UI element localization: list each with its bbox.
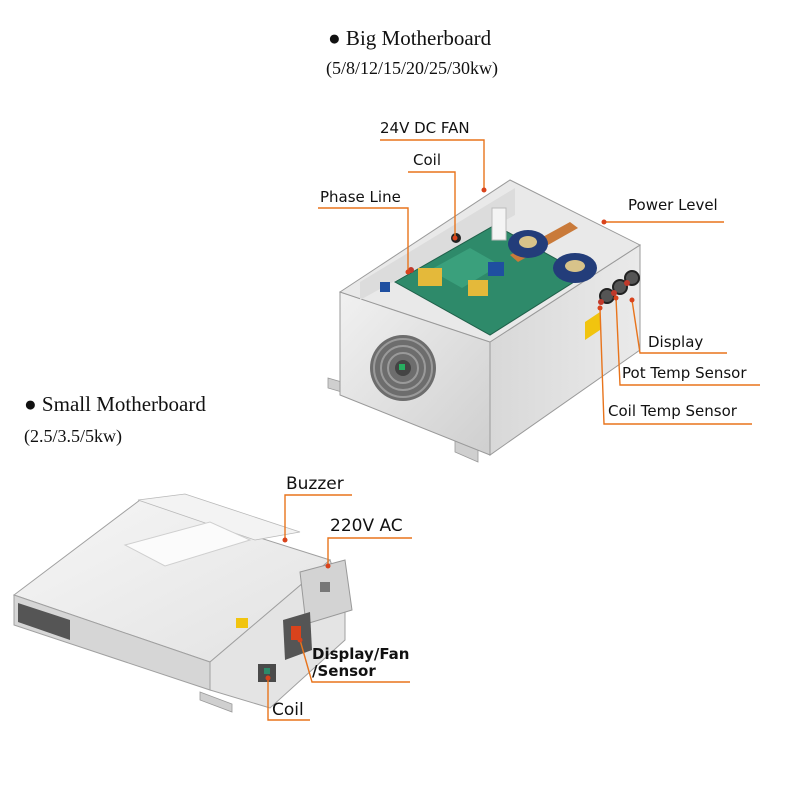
callout-power-level: Power Level <box>628 196 718 214</box>
big-motherboard-unit <box>327 179 642 463</box>
callout-markers <box>265 187 635 681</box>
callout-24v-dc-fan: 24V DC FAN <box>380 119 470 137</box>
callout-coil-temp-sensor: Coil Temp Sensor <box>608 402 737 420</box>
callout-buzzer: Buzzer <box>286 474 344 494</box>
callout-display: Display <box>648 333 704 351</box>
small-motherboard-power-range: (2.5/3.5/5kw) <box>24 426 122 446</box>
callout-phase-line: Phase Line <box>320 188 401 206</box>
small-motherboard-heading: ● Small Motherboard <box>24 392 206 416</box>
small-motherboard-leader-lines <box>267 494 412 721</box>
callout-display-fan-sensor-line1: Display/Fan <box>312 645 410 663</box>
small-motherboard-unit <box>12 493 353 713</box>
big-motherboard-power-range: (5/8/12/15/20/25/30kw) <box>326 58 498 78</box>
callout-pot-temp-sensor: Pot Temp Sensor <box>622 364 747 382</box>
big-motherboard-heading: ● Big Motherboard <box>328 26 492 50</box>
callout-display-fan-sensor-line2: /Sensor <box>312 662 376 680</box>
callout-220v-ac: 220V AC <box>330 516 403 536</box>
callout-coil-big: Coil <box>413 151 441 169</box>
big-motherboard-leader-lines <box>318 139 760 425</box>
callout-coil-small: Coil <box>272 700 304 720</box>
